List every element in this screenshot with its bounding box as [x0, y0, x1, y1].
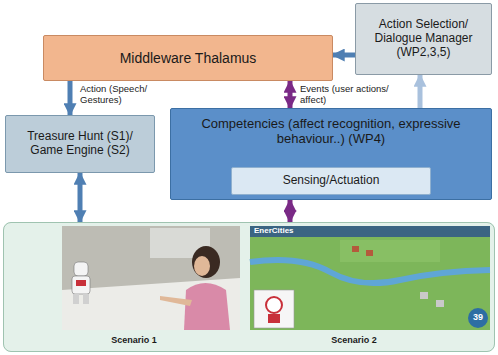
panel-ground	[3, 222, 495, 352]
middleware-box: Middleware Thalamus	[43, 35, 333, 81]
connector-arrow	[78, 173, 83, 222]
connector-arrow	[333, 53, 355, 58]
scenario-caption: Scenario 2	[304, 335, 404, 345]
scenario-photo	[62, 226, 240, 330]
node-text: Sensing/Actuation	[283, 174, 380, 188]
game-title: EnerCities	[254, 226, 314, 235]
node-text: Competencies (affect recognition, expres…	[179, 117, 483, 147]
connector-arrow	[288, 200, 293, 222]
score-number: 39	[468, 312, 488, 322]
scenario-caption: Scenario 1	[84, 335, 184, 345]
competencies-box: Sensing/Actuation Competencies (affect re…	[170, 108, 492, 200]
node-text: Middleware Thalamus	[120, 50, 257, 66]
game-screenshot	[250, 226, 490, 330]
connector-arrow	[418, 75, 423, 108]
edge-label: Events (user actions/ affect)	[300, 84, 412, 106]
connector-arrow	[68, 81, 73, 115]
connector-arrow	[288, 81, 293, 108]
scenario-panel: Scenario 1 Scenario 2	[3, 222, 495, 352]
node-text: Treasure Hunt (S1)/ Game Engine (S2)	[14, 130, 146, 158]
engine-box: Treasure Hunt (S1)/ Game Engine (S2)	[5, 115, 155, 173]
manager-box: Action Selection/ Dialogue Manager (WP2,…	[355, 3, 492, 75]
node-text: Action Selection/ Dialogue Manager (WP2,…	[364, 18, 483, 59]
edge-label: Action (Speech/ Gestures)	[80, 84, 176, 106]
sensing-box: Sensing/Actuation	[231, 167, 431, 195]
